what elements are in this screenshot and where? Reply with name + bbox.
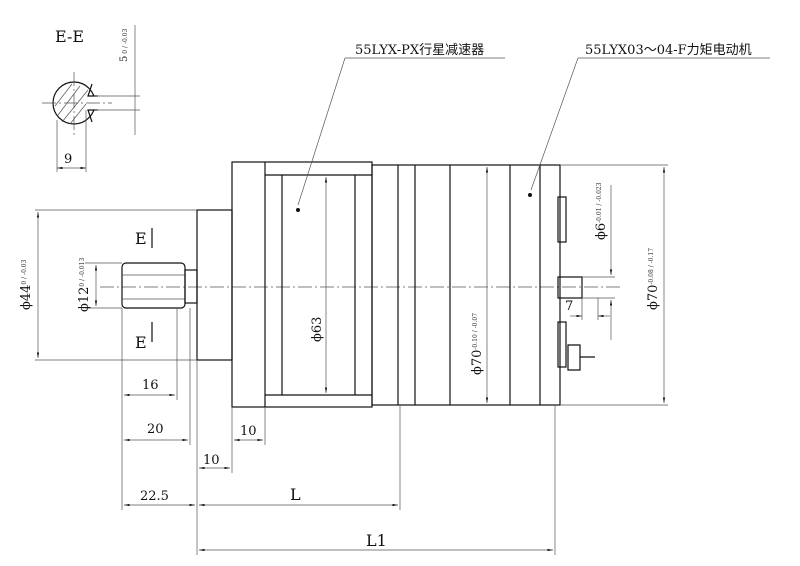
body-dia-dim: ϕ63 — [310, 317, 325, 342]
length-dims: 16 20 10 10 22.5 L L1 — [121, 308, 556, 555]
key-width-dim: 5 0 / -0.03 — [119, 28, 130, 62]
dim-20: 20 — [147, 422, 164, 437]
shaft-dia-dim: ϕ120 / -0.013 — [77, 258, 92, 312]
diameter-dims: ϕ440 / -0.03 ϕ120 / -0.013 ϕ63 ϕ70-0.10 … — [19, 164, 668, 406]
dim-L1: L1 — [366, 531, 387, 550]
flange-dia-dim: ϕ440 / -0.03 — [19, 259, 34, 310]
reducer-label: 55LYX-PX行星减速器 — [296, 43, 505, 212]
key-depth-dim: 9 — [64, 152, 72, 167]
assembly-outline — [100, 161, 620, 408]
motor-dia-dim: ϕ70-0.10 / -0.07 — [470, 313, 485, 375]
svg-text:55LYX03～04-F力矩电动机: 55LYX03～04-F力矩电动机 — [585, 43, 752, 58]
dim-22-5: 22.5 — [140, 489, 169, 504]
dim-L: L — [290, 485, 301, 504]
dim-10-body: 10 — [240, 424, 257, 439]
motor-outer-dia-dim: ϕ70-0.08 / -0.17 — [646, 248, 661, 310]
dim-10-flange: 10 — [203, 453, 220, 468]
motor-shaft-dia-dim: ϕ6-0.01 / -0.023 — [594, 182, 609, 240]
motor-shaft-len-dim: 7 — [565, 299, 573, 314]
dim-16: 16 — [142, 378, 159, 393]
section-mark-top: E — [135, 229, 147, 248]
section-title: E-E — [55, 27, 84, 46]
section-view-e-e: E-E 9 5 0 / -0.03 — [42, 25, 140, 172]
svg-text:55LYX-PX行星减速器: 55LYX-PX行星减速器 — [355, 43, 484, 58]
section-mark-bottom: E — [135, 333, 147, 352]
motor-label: 55LYX03～04-F力矩电动机 — [528, 43, 770, 197]
